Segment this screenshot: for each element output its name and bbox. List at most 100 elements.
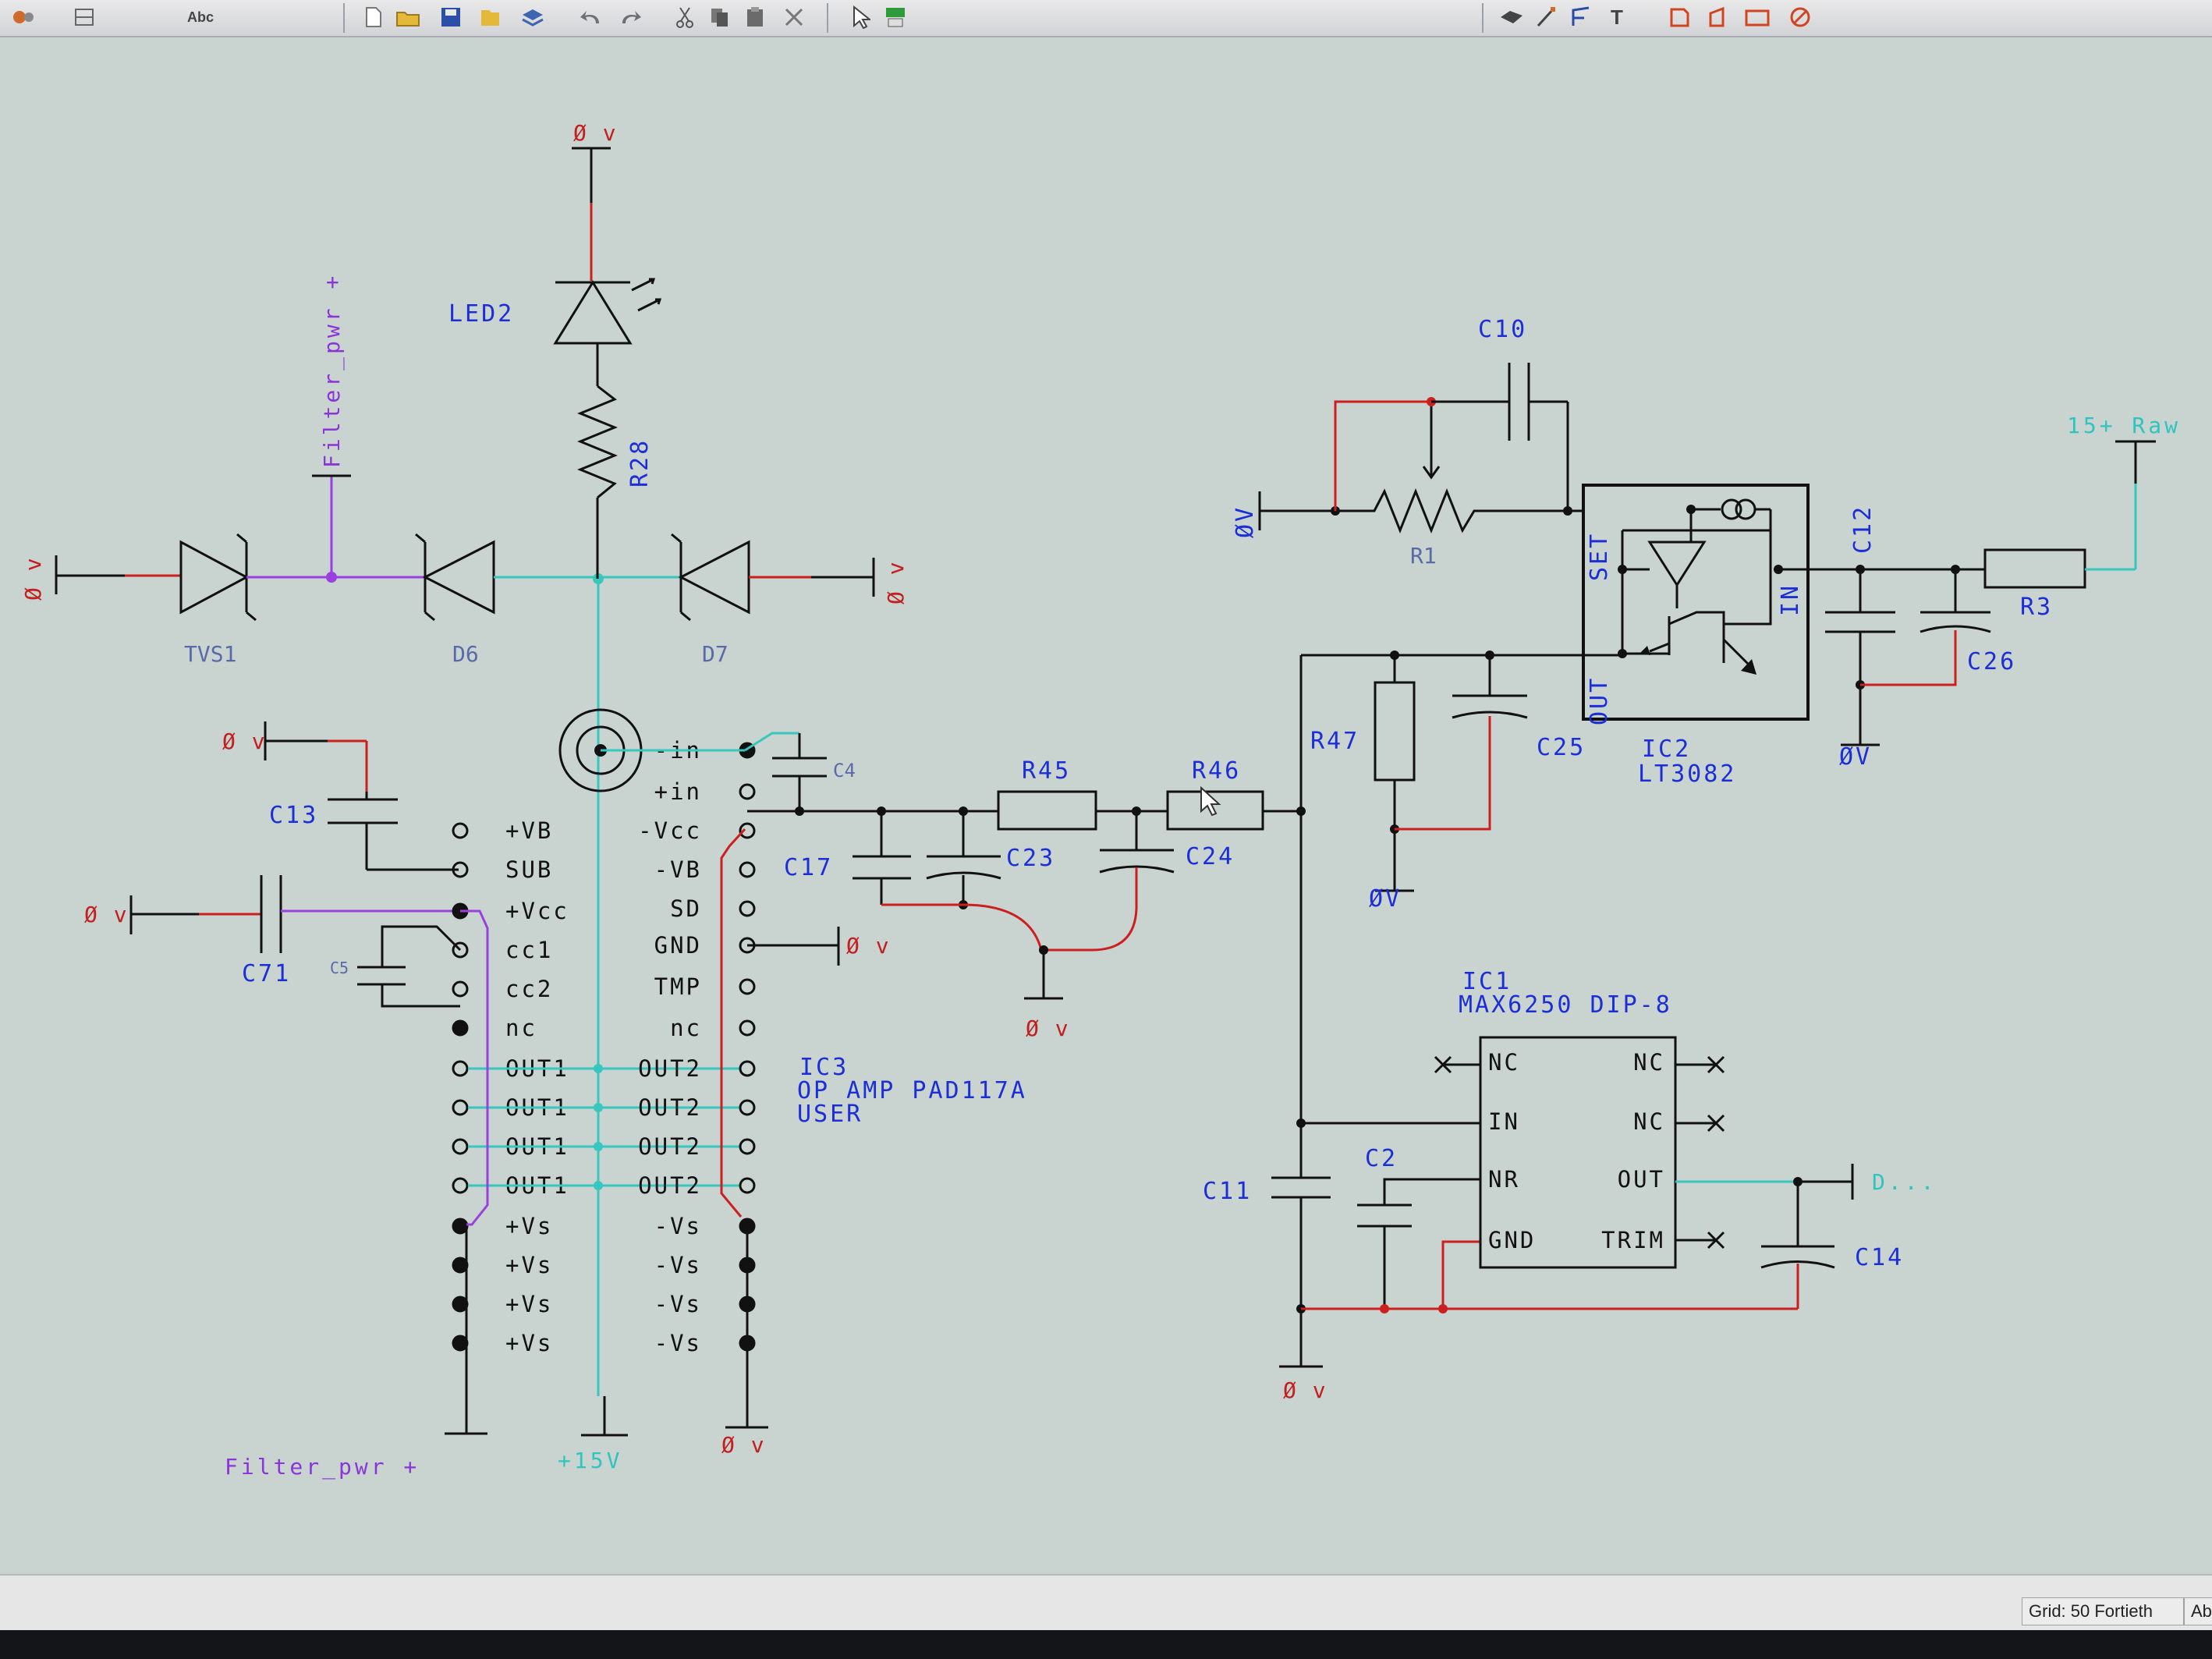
- r28-symbol[interactable]: [577, 385, 618, 499]
- d7-symbol[interactable]: [671, 533, 750, 622]
- ic3-pin-right-9[interactable]: [739, 1099, 756, 1116]
- c5-label: C5: [330, 959, 349, 977]
- ic3-pin-left-6[interactable]: [452, 1060, 469, 1077]
- tvs1-symbol[interactable]: [179, 533, 257, 622]
- pin-icon[interactable]: [1665, 3, 1693, 31]
- wire-icon[interactable]: [1498, 3, 1526, 31]
- bus-icon[interactable]: [1533, 3, 1561, 31]
- ic3-part: OP AMP PAD117A: [797, 1077, 1027, 1104]
- ic3-pin-left-8[interactable]: [452, 1138, 469, 1155]
- c12-symbol[interactable]: [1825, 611, 1895, 633]
- ic3-pin-right-1[interactable]: [739, 783, 756, 800]
- c25-symbol[interactable]: [1452, 694, 1528, 719]
- abc-text-icon[interactable]: [9, 3, 37, 31]
- ic3-pin-left-1[interactable]: [452, 861, 469, 878]
- gnd-label-led: Ø v: [573, 120, 618, 146]
- r3-symbol[interactable]: [1983, 548, 2086, 589]
- toolbar: Abc T: [0, 0, 2212, 37]
- filter-pwr-label-top: Filter_pwr +: [319, 273, 346, 468]
- out-node-2: [594, 1142, 603, 1151]
- delete-icon[interactable]: [780, 3, 808, 31]
- c17-symbol[interactable]: [853, 855, 911, 880]
- paste-icon[interactable]: [741, 3, 769, 31]
- ic3-pin-right-11[interactable]: [739, 1177, 756, 1194]
- ic3-pin-left-7[interactable]: [452, 1099, 469, 1116]
- text-icon[interactable]: T: [1611, 5, 1623, 29]
- new-file-icon[interactable]: [359, 3, 387, 31]
- ic1-pin-label-right-3: TRIM: [1601, 1227, 1665, 1253]
- redo-icon[interactable]: [616, 3, 644, 31]
- ic3-pin-left-0[interactable]: [452, 822, 469, 839]
- library-icon[interactable]: [519, 3, 547, 31]
- gnd-label-c71: Ø v: [84, 902, 129, 927]
- c13-symbol[interactable]: [328, 798, 398, 824]
- c23-symbol[interactable]: [926, 855, 1001, 880]
- circle-icon[interactable]: [1786, 3, 1814, 31]
- abc-label[interactable]: Abc: [187, 9, 214, 25]
- open-folder-icon[interactable]: [394, 3, 422, 31]
- ic3-pin-left-10[interactable]: [452, 1218, 469, 1235]
- c2-symbol[interactable]: [1357, 1203, 1412, 1228]
- ic3-pin-left-13[interactable]: [452, 1335, 469, 1352]
- ic3-pin-label-left-11: +Vs: [505, 1252, 553, 1278]
- ic3-pin-label-left-10: +Vs: [505, 1213, 553, 1239]
- ic3-pin-right-2[interactable]: [739, 822, 756, 839]
- c4-symbol[interactable]: [772, 757, 827, 778]
- ic3-pin-left-9[interactable]: [452, 1177, 469, 1194]
- ic3-pin-left-4[interactable]: [452, 980, 469, 998]
- r47-label: R47: [1310, 728, 1359, 755]
- r47-symbol[interactable]: [1374, 681, 1416, 782]
- r46-label: R46: [1192, 757, 1241, 785]
- ic3-pin-right-7[interactable]: [739, 1019, 756, 1037]
- ic3-pin-left-12[interactable]: [452, 1296, 469, 1313]
- component-icon[interactable]: [881, 3, 909, 31]
- led2-label: LED2: [448, 300, 514, 328]
- ic1-symbol[interactable]: [1479, 1036, 1677, 1269]
- ic3-pin-right-6[interactable]: [739, 978, 756, 995]
- ic3-pin-left-5[interactable]: [452, 1019, 469, 1037]
- undo-icon[interactable]: [577, 3, 605, 31]
- c14-symbol[interactable]: [1760, 1245, 1835, 1269]
- ic3-pin-right-3[interactable]: [739, 861, 756, 878]
- ic3-pin-label-right-9: OUT2: [638, 1094, 702, 1121]
- r1-symbol[interactable]: [1335, 454, 1568, 534]
- ic3-pin-label-right-12: -Vs: [654, 1213, 702, 1239]
- mouse-cursor-icon: [1200, 785, 1221, 817]
- ic3-pin-label-left-13: +Vs: [505, 1330, 553, 1356]
- copy-icon[interactable]: [706, 3, 734, 31]
- c11-symbol[interactable]: [1271, 1176, 1331, 1199]
- select-arrow-icon[interactable]: [846, 3, 874, 31]
- c24-symbol[interactable]: [1099, 849, 1175, 874]
- save-as-icon[interactable]: [476, 3, 504, 31]
- c10-symbol[interactable]: [1508, 363, 1530, 441]
- cut-icon[interactable]: [671, 3, 699, 31]
- c11-label: C11: [1203, 1178, 1252, 1205]
- ic3-pin-left-11[interactable]: [452, 1257, 469, 1274]
- led2-symbol[interactable]: [553, 278, 662, 345]
- grid-icon[interactable]: [70, 3, 98, 31]
- poly-line-icon[interactable]: [1568, 3, 1596, 31]
- ic3-pin-right-4[interactable]: [739, 900, 756, 917]
- ic3-pin-right-10[interactable]: [739, 1138, 756, 1155]
- ic2-pin-set: SET: [1586, 532, 1613, 581]
- net-icon[interactable]: [1704, 3, 1732, 31]
- c26-symbol[interactable]: [1920, 611, 1991, 633]
- d6-symbol[interactable]: [415, 533, 495, 622]
- ic1-pin-label-right-2: OUT: [1618, 1166, 1665, 1193]
- ic3-pin-label-left-2: +Vcc: [505, 898, 569, 924]
- out-node-0: [594, 1064, 603, 1073]
- schematic-canvas[interactable]: Ø v TVS1 Filter_pwr + D6 D7 Ø v Ø v LED2: [0, 37, 2212, 1624]
- ic3-pin-left-3[interactable]: [452, 941, 469, 959]
- c71-symbol[interactable]: [260, 875, 282, 953]
- statusbar: Grid: 50 Fortieth Ab: [0, 1574, 2212, 1632]
- r45-symbol[interactable]: [997, 790, 1097, 831]
- ic2-symbol[interactable]: [1582, 484, 1810, 721]
- ic3-pin-right-8[interactable]: [739, 1060, 756, 1077]
- r3-label: R3: [2020, 594, 2053, 621]
- c5-symbol[interactable]: [357, 925, 462, 1008]
- rect-icon[interactable]: [1743, 3, 1771, 31]
- ic1-pin-label-left-1: IN: [1488, 1108, 1520, 1135]
- ic1-pin-label-right-1: NC: [1633, 1108, 1665, 1135]
- save-icon[interactable]: [437, 3, 465, 31]
